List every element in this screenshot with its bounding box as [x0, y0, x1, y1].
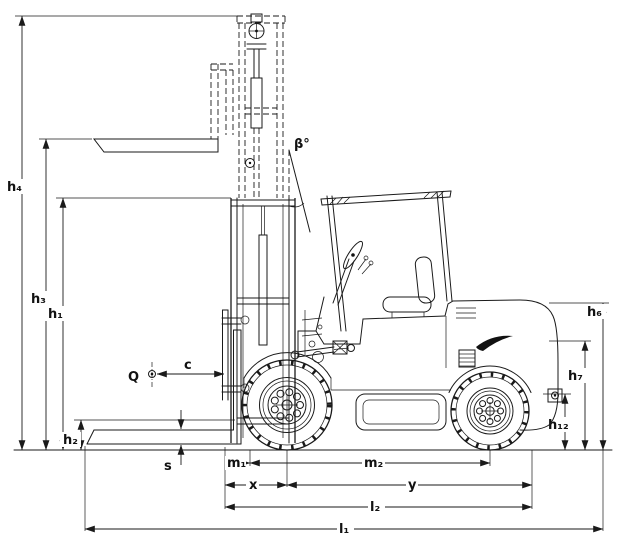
dimension-s: s: [161, 410, 185, 474]
dimension-m2: m₂: [249, 456, 491, 471]
fork-raised: [92, 138, 219, 153]
mast-extended-phantom: [210, 15, 286, 198]
dimension-extension-lines: [15, 15, 609, 531]
dim-label-h7: h₇: [568, 369, 583, 384]
dim-label-m1: m₁: [227, 456, 246, 471]
steering-wheel: [332, 240, 374, 306]
rear-fender: [448, 365, 532, 393]
dim-label-c: c: [184, 358, 192, 373]
dim-label-h4: h₄: [7, 180, 22, 195]
operator-seat: [382, 256, 436, 318]
load-center-annotation: Q c: [128, 358, 225, 388]
rear-hitch: [547, 388, 563, 403]
overhead-guard: [320, 190, 453, 332]
dimension-x: x: [224, 478, 288, 493]
dimension-y: y: [286, 478, 533, 493]
carriage: [221, 309, 250, 401]
mast-pulley: [245, 158, 255, 168]
dimension-h2: h₂: [60, 419, 85, 451]
tilt-angle-annotation: β°: [288, 136, 312, 233]
dim-label-h2: h₂: [63, 433, 78, 448]
dim-label-y: y: [408, 478, 417, 493]
dimension-h4: h₄: [4, 15, 26, 451]
dimension-l2: l₂: [224, 500, 533, 515]
dimension-m1: m₁: [224, 456, 251, 471]
dim-label-h6: h₆: [587, 305, 602, 320]
dimension-h12: h₁₂: [545, 393, 572, 451]
brand-swoosh: [476, 335, 513, 351]
dim-label-m2: m₂: [364, 456, 383, 471]
fuel-tank-step: [355, 393, 447, 431]
tilt-cylinder: [290, 344, 355, 360]
dim-label-l1: l₁: [339, 522, 349, 537]
dimension-h6: h₆: [584, 302, 607, 451]
dimension-h1: h₁: [45, 197, 67, 451]
dim-label-h3: h₃: [31, 292, 46, 307]
load-label: Q: [128, 370, 139, 385]
dimension-h3: h₃: [28, 138, 50, 451]
dimension-l1: l₁: [84, 522, 604, 537]
lift-cylinder-top-assembly: [246, 13, 267, 198]
tilt-angle-label: β°: [294, 137, 310, 152]
dim-label-x: x: [249, 478, 258, 493]
fork-lowered: [86, 329, 242, 445]
dim-label-h12: h₁₂: [548, 418, 569, 433]
dim-label-h1: h₁: [48, 307, 63, 322]
counterweight: [444, 299, 559, 431]
dim-label-s: s: [164, 459, 172, 474]
front-wheel: [241, 359, 333, 451]
rear-wheel: [450, 371, 530, 451]
dimension-h7: h₇: [565, 340, 589, 451]
front-fender: [243, 352, 332, 379]
body-chassis: [243, 296, 451, 431]
dim-label-l2: l₂: [370, 500, 380, 515]
